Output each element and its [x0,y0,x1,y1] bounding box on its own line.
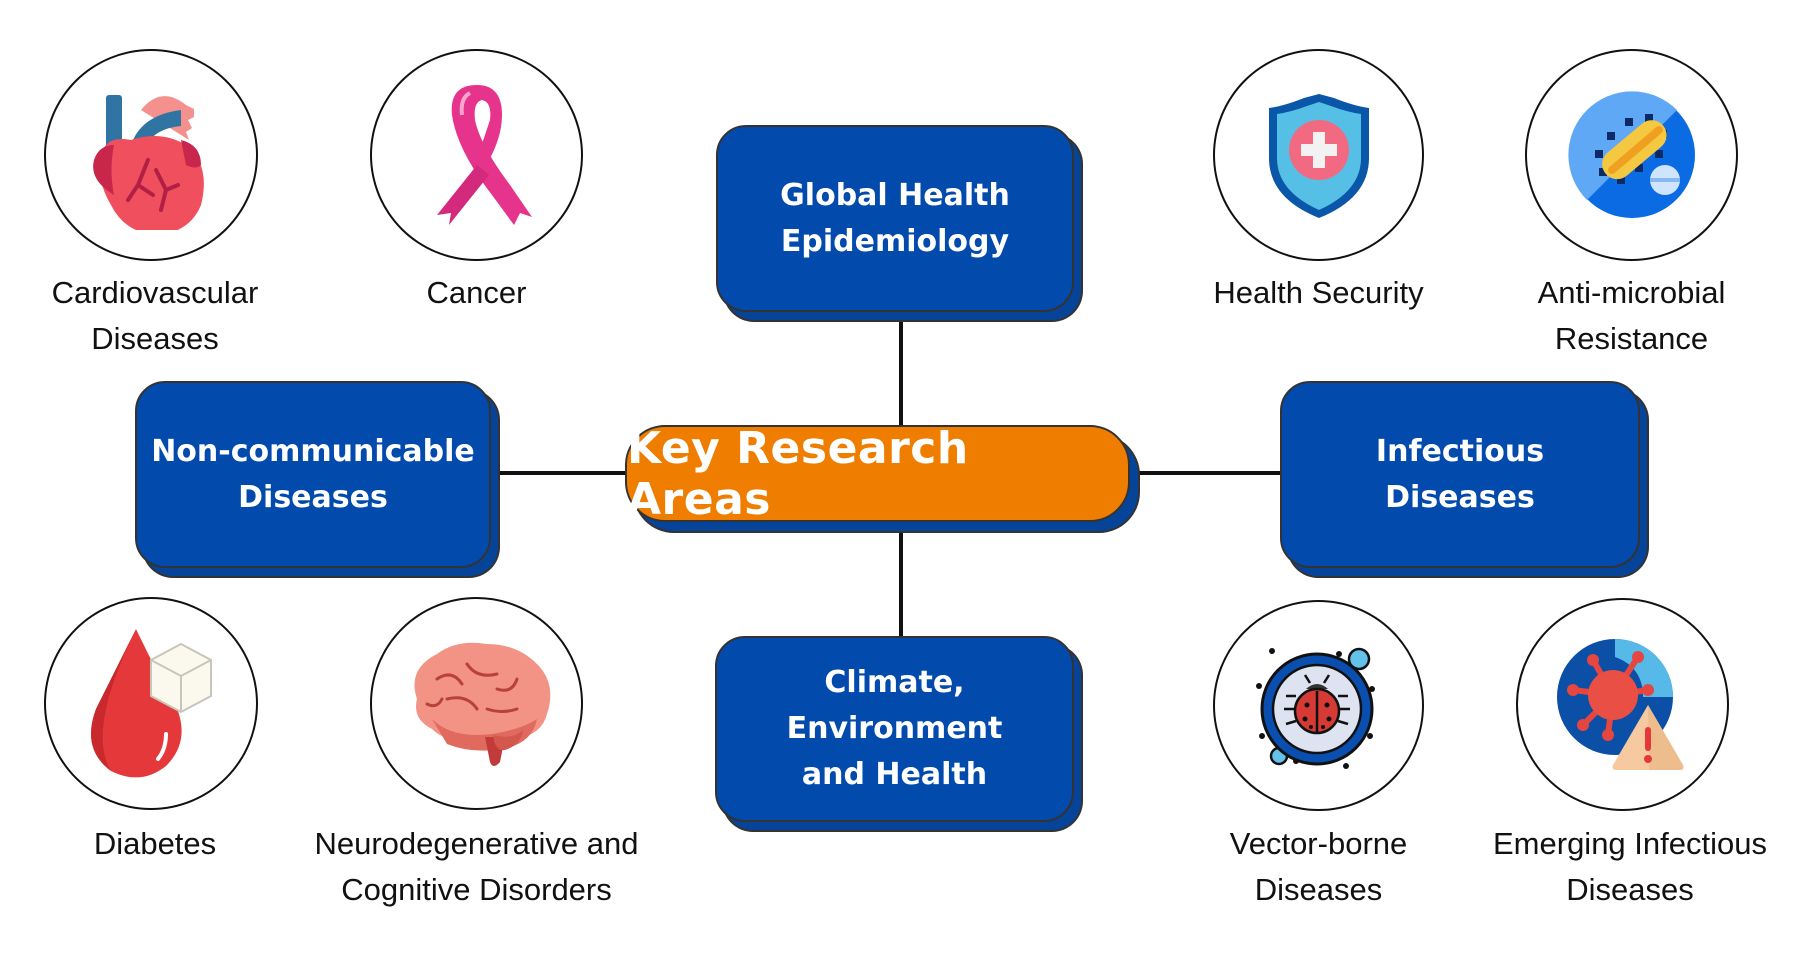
topic-circle-diabetes [44,597,258,810]
heart-icon [93,95,204,230]
topic-circle-emerging [1516,598,1729,811]
topic-label-emerging: Emerging Infectious Diseases [1493,826,1767,907]
virus-warning-icon [1556,638,1683,770]
bacteria-pill-icon [1567,91,1695,218]
topic-circle-cardiovascular [44,49,258,261]
brain-icon [414,642,550,766]
topic-label-vector: Vector-borne Diseases [1229,826,1408,907]
topic-label-cardiovascular: Cardiovascular Diseases [51,275,259,356]
topic-label-amr: Anti-microbial Resistance [1537,275,1726,356]
connector-bottom [899,522,903,637]
category-infectious-diseases: Infectious Diseases [1280,381,1640,568]
topic-label-health-security: Health Security [1213,275,1424,310]
category-label: Non-communicable Diseases [151,433,475,515]
topic-circle-amr [1525,49,1738,261]
category-climate-environment-health: Climate, Environment and Health [715,636,1074,822]
connector-right [1130,471,1282,475]
shield-cross-icon [1268,94,1369,218]
category-label: Infectious Diseases [1375,433,1545,515]
topic-label-neuro: Neurodegenerative and Cognitive Disorder… [314,826,639,907]
category-label: Global Health Epidemiology [780,177,1010,259]
topic-circle-cancer [370,49,583,261]
connector-left [491,471,626,475]
blood-drop-sugar-icon [91,628,212,777]
category-global-health-epidemiology: Global Health Epidemiology [716,125,1074,312]
center-node: Key Research Areas [625,422,1130,525]
category-non-communicable-diseases: Non-communicable Diseases [135,381,491,568]
topic-label-cancer: Cancer [426,275,527,310]
topic-label-diabetes: Diabetes [93,826,217,861]
ribbon-icon [436,85,532,225]
ladybug-icon [1255,647,1375,769]
category-label: Climate, Environment and Health [786,665,1003,792]
center-title: Key Research Areas [627,422,969,525]
topic-circle-vector [1213,600,1424,811]
topic-circle-neuro [370,597,583,810]
connector-top [899,312,903,426]
topic-circle-health-security [1213,49,1424,261]
